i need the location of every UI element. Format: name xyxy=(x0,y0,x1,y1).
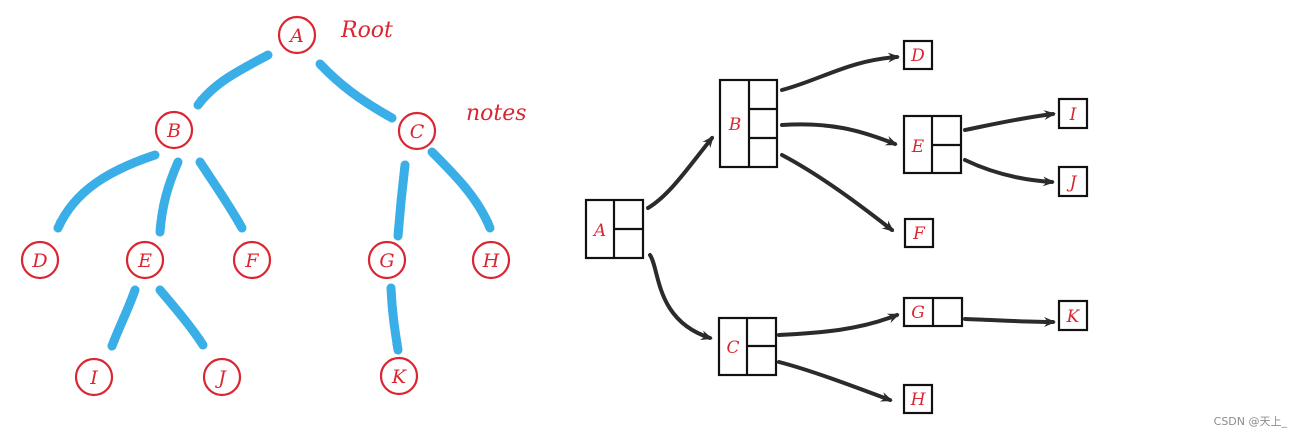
right-node-A: A xyxy=(584,198,645,260)
svg-text:G: G xyxy=(911,303,925,323)
svg-text:C: C xyxy=(726,338,739,358)
right-edge-E-I xyxy=(963,110,1056,132)
left-node-C: C xyxy=(397,111,437,151)
right-edge-B-F xyxy=(780,153,895,232)
right-node-C: C xyxy=(717,316,778,377)
right-node-D: D xyxy=(902,39,934,71)
svg-text:J: J xyxy=(214,367,227,389)
right-edge-A-B xyxy=(646,135,714,210)
svg-text:A: A xyxy=(288,25,304,47)
svg-text:K: K xyxy=(1066,307,1081,327)
left-node-A: A xyxy=(277,15,317,55)
watermark: CSDN @天上_ xyxy=(1213,415,1287,428)
svg-text:K: K xyxy=(391,366,408,388)
right-node-H: H xyxy=(902,383,934,415)
left-edge-A-C xyxy=(315,59,397,123)
annotation-root: Root xyxy=(340,18,393,43)
left-edge-G-K xyxy=(386,283,403,355)
right-edge-C-G xyxy=(777,313,900,337)
right-edge-G-K xyxy=(963,316,1056,327)
left-edge-B-E xyxy=(155,157,183,237)
svg-text:I: I xyxy=(89,367,98,389)
right-node-B: B xyxy=(718,78,779,169)
left-edge-C-G xyxy=(393,160,410,241)
right-tree-edges xyxy=(646,52,1056,402)
right-node-F: F xyxy=(903,217,935,249)
svg-text:J: J xyxy=(1067,173,1078,193)
right-edge-C-H xyxy=(777,360,893,402)
right-node-G: G xyxy=(902,296,964,328)
svg-text:G: G xyxy=(379,250,394,272)
svg-text:H: H xyxy=(482,250,500,272)
svg-text:C: C xyxy=(410,121,425,143)
left-node-D: D xyxy=(20,240,60,280)
right-node-K: K xyxy=(1057,299,1089,332)
left-edge-E-I xyxy=(107,285,140,351)
left-node-K: K xyxy=(379,356,419,396)
left-edge-C-H xyxy=(427,147,495,233)
left-node-G: G xyxy=(367,240,407,280)
svg-text:B: B xyxy=(728,115,742,135)
left-edge-A-B xyxy=(193,50,273,110)
left-node-I: I xyxy=(74,357,114,397)
right-edge-B-E xyxy=(780,122,898,146)
svg-text:I: I xyxy=(1069,105,1077,125)
svg-text:E: E xyxy=(911,137,925,157)
svg-text:B: B xyxy=(166,120,181,142)
annotation-notes: notes xyxy=(466,101,527,126)
left-node-F: F xyxy=(232,240,272,280)
left-edge-B-F xyxy=(195,157,247,233)
right-edge-E-J xyxy=(963,158,1055,187)
left-node-B: B xyxy=(154,110,194,150)
left-edge-E-J xyxy=(155,285,208,350)
svg-text:D: D xyxy=(910,46,925,66)
right-edge-A-C xyxy=(648,253,713,340)
right-node-I: I xyxy=(1057,97,1089,130)
svg-text:F: F xyxy=(912,224,926,244)
left-tree: A B C D E F G H xyxy=(20,15,527,397)
right-node-J: J xyxy=(1057,165,1089,198)
left-tree-edges xyxy=(53,50,495,355)
right-edge-B-D xyxy=(780,52,900,92)
right-tree: A B C E G xyxy=(584,39,1089,415)
svg-text:A: A xyxy=(592,221,606,241)
left-edge-B-D xyxy=(53,150,160,233)
left-node-J: J xyxy=(202,357,242,397)
svg-text:H: H xyxy=(910,390,927,410)
left-node-E: E xyxy=(125,240,165,280)
right-node-E: E xyxy=(902,114,963,175)
svg-text:E: E xyxy=(137,250,152,272)
left-node-H: H xyxy=(471,240,511,280)
svg-text:F: F xyxy=(244,250,259,272)
svg-text:D: D xyxy=(31,250,47,272)
